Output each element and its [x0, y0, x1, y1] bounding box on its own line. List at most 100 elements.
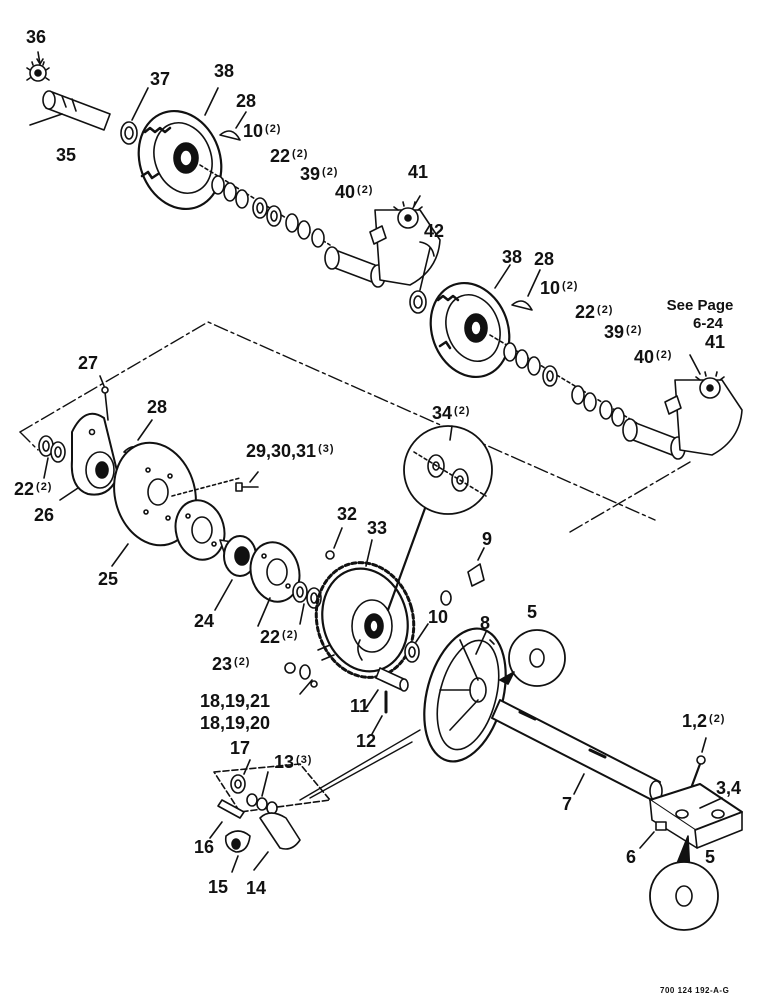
part-18-21-hardware — [284, 644, 335, 695]
callout-number: 14 — [246, 878, 267, 898]
callout-41-b: 41 — [705, 333, 725, 351]
callout-quantity: (2) — [656, 349, 673, 361]
part-22-washer-left — [38, 435, 66, 479]
callout-18-19-21: 18,19,21 — [200, 692, 270, 710]
callout-number: 28 — [534, 249, 555, 269]
part-5-detail-upper — [499, 629, 566, 687]
callout-36: 36 — [26, 28, 46, 46]
callout-number: 38 — [502, 247, 523, 267]
lower-drive-assembly — [38, 375, 743, 931]
callout-number: 26 — [34, 505, 55, 525]
part-41-gearbox-b — [622, 354, 743, 460]
callout-14: 14 — [246, 879, 266, 897]
part-42-washer — [409, 247, 431, 314]
callout-10-c: 10 — [428, 608, 448, 626]
callout-number: 28 — [236, 91, 257, 111]
callout-7: 7 — [562, 795, 572, 813]
callout-10: 10(2) — [243, 122, 281, 140]
callout-number: 32 — [337, 504, 358, 524]
callout-quantity: (3) — [296, 754, 313, 766]
callout-number: 29,30,31 — [246, 441, 317, 461]
part-7-shaft — [491, 699, 663, 802]
callout-number: 9 — [482, 529, 493, 549]
part-38-plate-b — [429, 264, 511, 379]
callout-23: 23(2) — [212, 655, 250, 673]
callout-number: 1,2 — [682, 711, 708, 731]
part-10-washer — [404, 623, 429, 663]
callout-number: 13 — [274, 752, 295, 772]
callout-quantity: (2) — [234, 656, 251, 668]
callout-number: 5 — [705, 847, 716, 867]
callout-1-2: 1,2(2) — [682, 712, 725, 730]
callout-28: 28 — [236, 92, 256, 110]
callout-39-b: 39(2) — [604, 323, 642, 341]
callout-quantity: (2) — [322, 166, 339, 178]
callout-number: 35 — [56, 145, 77, 165]
callout-number: 10 — [243, 121, 264, 141]
callout-42: 42 — [424, 222, 444, 240]
callout-quantity: (2) — [454, 405, 471, 417]
callout-number: 38 — [214, 61, 235, 81]
callout-38: 38 — [214, 62, 234, 80]
callout-35: 35 — [56, 146, 76, 164]
callout-number: 33 — [367, 518, 388, 538]
callout-6: 6 — [626, 848, 636, 866]
callout-24: 24 — [194, 612, 214, 630]
callout-quantity: (2) — [292, 148, 309, 160]
part-11-tube — [365, 667, 409, 709]
callout-33: 33 — [367, 519, 387, 537]
part-34-detail — [403, 425, 493, 515]
callout-39: 39(2) — [300, 165, 338, 183]
callout-25: 25 — [98, 570, 118, 588]
part-35-shaft — [29, 90, 111, 131]
boundary-lines — [19, 321, 691, 533]
linkage-rod — [213, 729, 421, 813]
callout-13: 13(3) — [274, 753, 312, 771]
part-28-key — [219, 111, 247, 141]
part-23-flange — [249, 541, 301, 627]
callout-8: 8 — [480, 614, 490, 632]
callout-number: 25 — [98, 569, 119, 589]
callout-10-b: 10(2) — [540, 279, 578, 297]
washer-stack-1 — [211, 175, 325, 248]
callout-number: 6 — [626, 847, 637, 867]
part-27-bolt — [99, 375, 109, 421]
callout-number: 10 — [540, 278, 561, 298]
callout-number: 16 — [194, 837, 215, 857]
callout-28-c: 28 — [147, 398, 167, 416]
callout-number: 5 — [527, 602, 538, 622]
part-28-key-b — [511, 269, 541, 311]
part-8-pulley — [423, 627, 507, 763]
callout-number: 34 — [432, 403, 453, 423]
callout-number: 23 — [212, 654, 233, 674]
part-24-hub — [174, 499, 263, 611]
callout-number: 40 — [335, 182, 356, 202]
part-37-washer — [120, 87, 149, 145]
part-26-bearing-plate — [59, 412, 119, 501]
callout-quantity: (2) — [36, 481, 53, 493]
drawing-number: 700 124 192-A-G — [660, 986, 730, 995]
callout-number: 24 — [194, 611, 215, 631]
callout-number: 41 — [408, 162, 429, 182]
callout-quantity: (3) — [318, 443, 335, 455]
callout-40: 40(2) — [335, 183, 373, 201]
part-6-nut — [639, 821, 667, 849]
callout-number: 22 — [14, 479, 35, 499]
callout-number: 28 — [147, 397, 168, 417]
callout-quantity: (2) — [265, 123, 282, 135]
callout-number: 8 — [480, 613, 491, 633]
callout-5: 5 — [527, 603, 537, 621]
callout-quantity: (2) — [357, 184, 374, 196]
part-5-detail-lower — [649, 861, 719, 931]
part-9-bracket — [440, 547, 485, 606]
part-41-gearbox — [324, 195, 441, 288]
part-38-plate — [137, 87, 223, 211]
part-12-pin — [371, 690, 388, 735]
callout-number: 39 — [604, 322, 625, 342]
callout-quantity: (2) — [626, 324, 643, 336]
callout-quantity: (2) — [562, 280, 579, 292]
callout-27: 27 — [78, 354, 98, 372]
callout-number: 36 — [26, 27, 47, 47]
callout-22-b: 22(2) — [575, 303, 613, 321]
